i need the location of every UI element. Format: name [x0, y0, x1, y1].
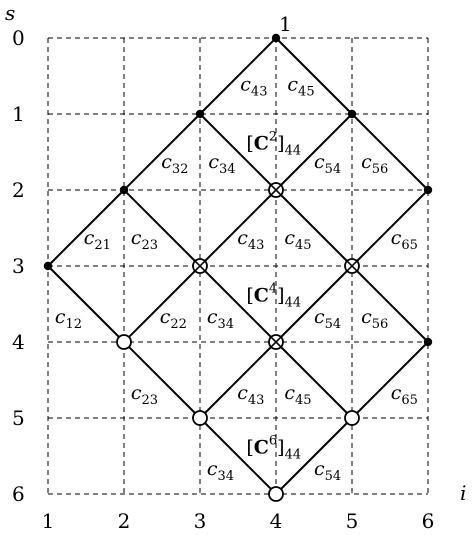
lattice-edge [275, 341, 353, 419]
lattice-edge [275, 37, 353, 115]
lattice-edge [351, 113, 429, 191]
lattice-edge [199, 113, 277, 191]
x-axis-label: i [460, 481, 466, 505]
edge-label: c22 [160, 306, 187, 332]
lattice-edge [123, 113, 201, 191]
y-tick-label: 1 [12, 102, 25, 126]
lattice-edge [123, 341, 201, 419]
node-open-circle [192, 410, 208, 426]
lattice-edge [199, 341, 277, 419]
y-tick-label: 4 [12, 330, 25, 354]
edge-label: c23 [131, 382, 158, 408]
node-open-circle [116, 334, 132, 350]
edge-label: c54 [314, 306, 341, 332]
lattice-edge [123, 189, 201, 267]
node-crossed-circle [268, 334, 284, 350]
lattice-edges [47, 37, 429, 495]
matrix-element-label: [C2]44 [246, 129, 301, 158]
top-node-label: 1 [279, 12, 292, 36]
y-axis-label: s [5, 1, 15, 25]
lattice-edge [199, 417, 277, 495]
x-tick-label: 3 [194, 509, 207, 533]
lattice-edge [123, 265, 201, 343]
node-open-circle [268, 486, 284, 502]
node-dot [195, 109, 205, 119]
dashed-grid [47, 37, 429, 495]
edge-label: c34 [208, 151, 235, 177]
edge-label: c54 [314, 458, 341, 484]
y-tick-label: 0 [12, 26, 25, 50]
lattice-edge [199, 189, 277, 267]
matrix-element-label: [C6]44 [246, 433, 301, 462]
x-tick-label: 5 [346, 509, 359, 533]
edge-label: c12 [55, 306, 82, 332]
edge-label: c45 [284, 227, 311, 253]
lattice-edge [199, 37, 277, 115]
edge-label: c54 [314, 151, 341, 177]
lattice-edge [351, 341, 429, 419]
y-tick-label: 6 [12, 482, 25, 506]
edge-label: c65 [391, 227, 418, 253]
edge-label: c56 [361, 306, 388, 332]
lattice-edge [275, 189, 353, 267]
edge-label: c34 [207, 306, 234, 332]
x-tick-label: 1 [42, 509, 55, 533]
edge-label: c43 [237, 382, 264, 408]
lattice-edge [275, 417, 353, 495]
node-crossed-circle [268, 182, 284, 198]
x-tick-label: 2 [118, 509, 131, 533]
edge-label: c43 [240, 74, 267, 100]
y-tick-label: 2 [12, 178, 25, 202]
edge-labels: c43 c45 c32 c34 c54 c56 c21 c23 c43 c45 c65 c12 c22 c… [55, 74, 418, 485]
edge-label: c34 [207, 458, 234, 484]
edge-label: c65 [391, 382, 418, 408]
x-tick-label: 6 [422, 509, 435, 533]
y-tick-label: 5 [12, 406, 25, 430]
node-dot [423, 337, 433, 347]
x-tick-label: 4 [270, 509, 283, 533]
y-tick-label: 3 [12, 254, 25, 278]
lattice-edge [47, 189, 125, 267]
edge-label: c56 [361, 151, 388, 177]
edge-label: c45 [287, 74, 314, 100]
edge-label: c23 [131, 227, 158, 253]
lattice-edge [275, 265, 353, 343]
node-dot [271, 33, 281, 43]
lattice-edge [47, 265, 125, 343]
lattice-nodes [43, 33, 433, 502]
lattice-edge [351, 265, 429, 343]
node-dot [43, 261, 53, 271]
node-crossed-circle [344, 258, 360, 274]
node-dot [347, 109, 357, 119]
node-dot [119, 185, 129, 195]
node-open-circle [344, 410, 360, 426]
lattice-edge [275, 113, 353, 191]
node-crossed-circle [192, 258, 208, 274]
edge-label: c43 [237, 227, 264, 253]
node-dot [423, 185, 433, 195]
edge-label: c21 [84, 227, 111, 253]
edge-label: c32 [161, 151, 188, 177]
lattice-edge [199, 265, 277, 343]
matrix-element-label: [C4]44 [246, 281, 301, 310]
edge-label: c45 [284, 382, 311, 408]
lattice-edge [351, 189, 429, 267]
